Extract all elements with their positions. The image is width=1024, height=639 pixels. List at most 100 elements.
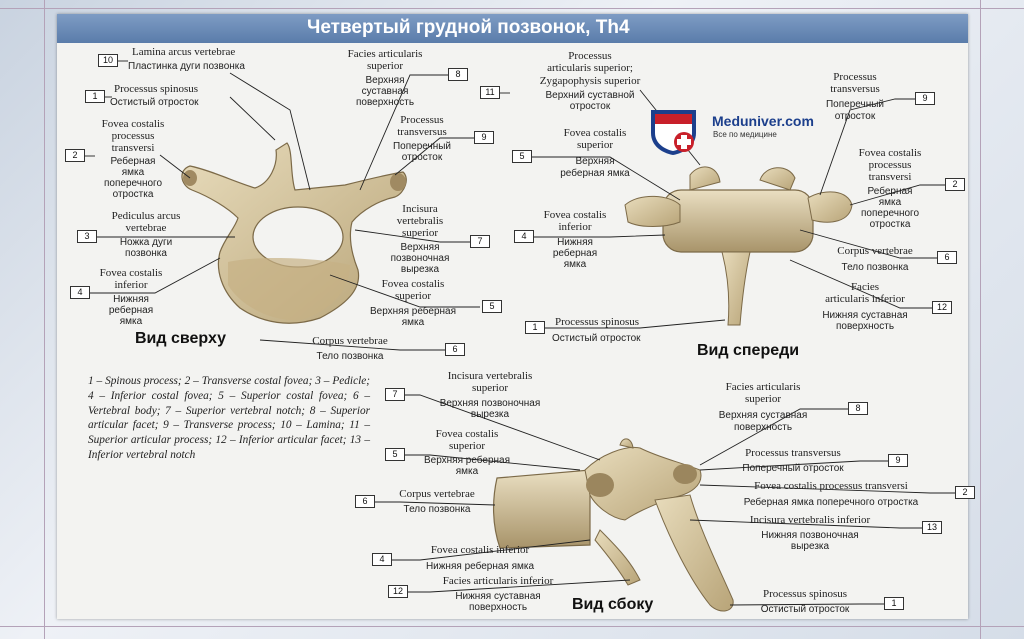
label-sup-fovea-side-lat1: Fovea costalis <box>435 428 499 440</box>
label-fovea-tp-front-ru3: поперечного <box>860 208 920 219</box>
top-view-vertebra <box>181 142 407 324</box>
side-view-vertebra <box>492 438 734 612</box>
label-inf-fovea-side-ru: Нижняя реберная ямка <box>425 561 535 572</box>
label-transverse-side-lat: Processus transversus <box>745 447 841 459</box>
label-sup-notch-top-ru1: Верхняя <box>400 242 440 253</box>
num-9-front: 9 <box>915 92 935 105</box>
label-body-front-lat: Corpus vertebrae <box>837 245 913 257</box>
label-sup-fovea-top-ru2: ямка <box>401 317 425 328</box>
label-fovea-tp-front-ru2: ямка <box>878 197 902 208</box>
label-lamina-lat: Lamina arcus vertebrae <box>132 46 236 58</box>
label-transverse-front-lat1: Processus <box>833 71 877 83</box>
label-sup-facet-top-ru2: суставная <box>361 86 409 97</box>
title-bar: Четвертый грудной позвонок, Th4 <box>57 14 968 43</box>
label-body-top-lat: Corpus vertebrae <box>312 335 388 347</box>
label-spinous-top-lat: Processus spinosus <box>114 83 199 95</box>
num-6-side: 6 <box>355 495 375 508</box>
label-sup-fovea-top-ru1: Верхняя реберная <box>369 306 457 317</box>
page-title: Четвертый грудной позвонок, Th4 <box>307 17 630 38</box>
label-inf-facet-front-ru1: Нижняя суставная <box>822 310 908 321</box>
num-1-top: 1 <box>85 90 105 103</box>
label-fovea-tp-top-ru4: отростка <box>112 189 154 200</box>
label-fovea-tp-front-lat3: transversi <box>868 171 912 183</box>
logo-subtitle: Все по медицине <box>713 130 777 139</box>
label-sup-notch-side-lat1: Incisura vertebralis <box>447 370 533 382</box>
label-transverse-top-lat2: transversus <box>397 126 447 138</box>
label-spinous-top-ru: Остистый отросток <box>110 97 199 108</box>
label-body-side-lat: Corpus vertebrae <box>399 488 475 500</box>
label-sup-notch-side-ru2: вырезка <box>470 409 510 420</box>
label-sup-notch-top-lat1: Incisura <box>402 203 438 215</box>
label-inf-fovea-front-lat1: Fovea costalis <box>543 209 607 221</box>
label-sup-artic-proc-lat2: articularis superior; <box>547 62 633 74</box>
label-spinous-front-lat: Processus spinosus <box>555 316 640 328</box>
num-1-side: 1 <box>884 597 904 610</box>
label-body-top-ru: Тело позвонка <box>316 351 384 362</box>
label-sup-artic-proc-lat1: Processus <box>568 50 612 62</box>
label-inf-facet-side-lat: Facies articularis inferior <box>442 575 554 587</box>
frame-line-bottom <box>0 626 1024 627</box>
label-fovea-tp-top-lat3: transversi <box>111 142 155 154</box>
label-pedicle-ru1: Ножка дуги <box>119 237 173 248</box>
front-view-vertebra <box>624 166 853 326</box>
label-transverse-top-lat1: Processus <box>400 114 444 126</box>
label-fovea-tp-top-lat2: processus <box>111 130 155 142</box>
label-sup-facet-side-ru1: Верхняя суставная <box>718 410 808 421</box>
label-body-front-ru: Тело позвонка <box>841 262 909 273</box>
label-inf-fovea-top-ru1: Нижняя <box>113 294 149 305</box>
label-sup-facet-side-ru2: поверхность <box>733 422 793 433</box>
num-2-top: 2 <box>65 149 85 162</box>
numbered-legend: 1 – Spinous process; 2 – Transverse cost… <box>88 375 370 461</box>
label-sup-facet-top-ru1: Верхняя <box>365 75 405 86</box>
label-inf-notch-side-ru2: вырезка <box>790 541 830 552</box>
label-fovea-tp-top-lat1: Fovea costalis <box>101 118 165 130</box>
num-4-front: 4 <box>514 230 534 243</box>
label-inf-fovea-front-ru2: реберная <box>552 248 598 259</box>
view-front-caption: Вид спереди <box>697 342 800 359</box>
label-transverse-front-ru2: отросток <box>834 111 876 122</box>
label-sup-artic-proc-lat3: Zygapophysis superior <box>539 75 641 87</box>
label-fovea-tp-top-ru2: ямка <box>121 167 145 178</box>
leader-lines <box>84 60 955 606</box>
label-sup-fovea-front-lat1: Fovea costalis <box>563 127 627 139</box>
label-inf-facet-front-lat1: Facies <box>850 281 880 293</box>
num-13-side: 13 <box>922 521 942 534</box>
label-sup-artic-proc-ru2: отросток <box>569 101 611 112</box>
num-7-side: 7 <box>385 388 405 401</box>
label-fovea-tp-top-ru3: поперечного <box>103 178 163 189</box>
num-6-top: 6 <box>445 343 465 356</box>
logo-name: Meduniver.com <box>712 113 814 129</box>
label-inf-fovea-top-lat2: inferior <box>114 279 148 291</box>
label-inf-fovea-side-lat: Fovea costalis inferior <box>430 544 530 556</box>
label-fovea-tp-front-lat1: Fovea costalis <box>858 147 922 159</box>
num-5-side: 5 <box>385 448 405 461</box>
meduniver-logo <box>651 110 696 155</box>
label-fovea-tp-front-ru1: Реберная <box>867 186 913 197</box>
label-inf-notch-side-lat: Incisura vertebralis inferior <box>749 514 871 526</box>
label-spinous-side-ru: Остистый отросток <box>760 604 850 615</box>
label-sup-facet-side-lat2: superior <box>744 393 782 405</box>
label-sup-fovea-front-ru1: Верхняя <box>575 156 615 167</box>
label-inf-fovea-front-ru1: Нижняя <box>557 237 593 248</box>
label-inf-fovea-front-ru3: ямка <box>563 259 587 270</box>
label-sup-notch-side-ru1: Верхняя позвоночная <box>439 398 541 409</box>
label-fovea-tp-front-ru4: отростка <box>869 219 911 230</box>
label-sup-fovea-side-ru2: ямка <box>455 466 479 477</box>
label-sup-facet-side-lat1: Facies articularis <box>725 381 801 393</box>
label-pedicle-ru2: позвонка <box>125 248 167 259</box>
num-12-front: 12 <box>932 301 952 314</box>
label-sup-fovea-top-lat1: Fovea costalis <box>381 278 445 290</box>
frame-line-right <box>980 0 981 639</box>
label-fovea-tp-side-ru: Реберная ямка поперечного отростка <box>743 497 919 508</box>
num-8-top: 8 <box>448 68 468 81</box>
num-10-top: 10 <box>98 54 118 67</box>
num-6-front: 6 <box>937 251 957 264</box>
label-inf-notch-side-ru1: Нижняя позвоночная <box>761 530 859 541</box>
view-top-caption: Вид сверху <box>135 330 226 347</box>
label-spinous-front-ru: Остистый отросток <box>552 333 641 344</box>
label-transverse-side-ru: Поперечный отросток <box>742 463 844 474</box>
label-sup-notch-side-lat2: superior <box>471 382 509 394</box>
label-sup-notch-top-lat3: superior <box>401 227 439 239</box>
label-transverse-top-ru1: Поперечный <box>392 141 452 152</box>
